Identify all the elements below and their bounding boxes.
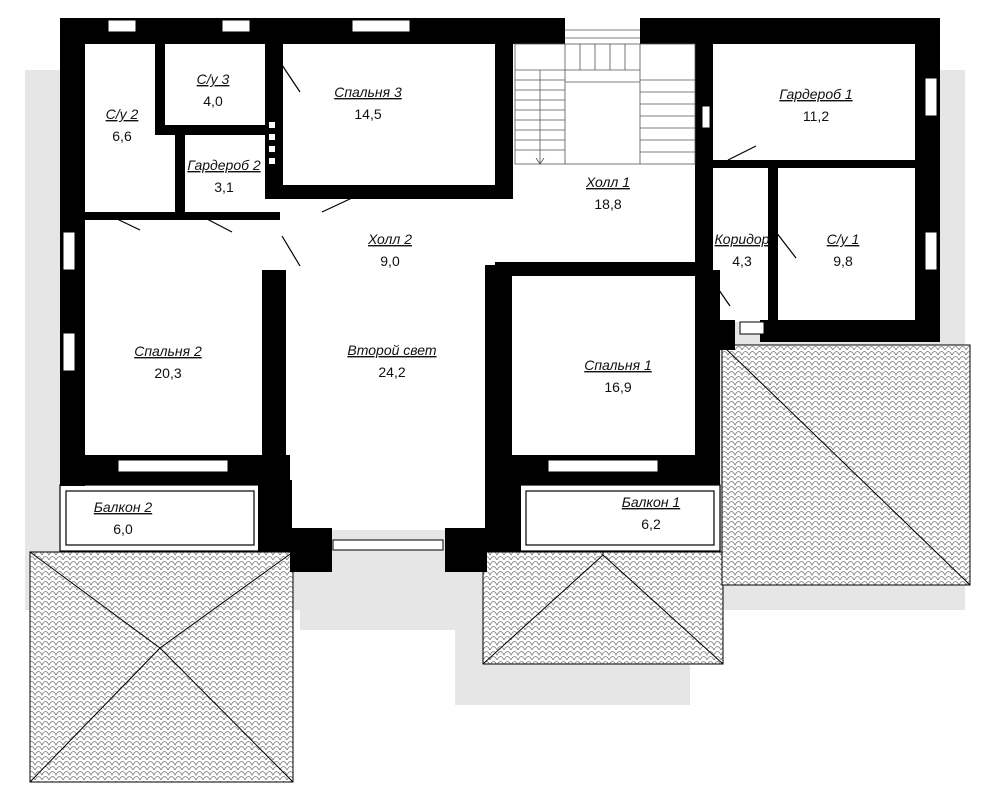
room-name-hall1: Холл 1 xyxy=(585,174,630,190)
room-name-corridor: Коридор xyxy=(715,231,770,247)
room-area-hall2: 9,0 xyxy=(380,253,400,269)
room-area-wardrobe2: 3,1 xyxy=(214,179,234,195)
roof-middle xyxy=(482,551,724,665)
room-area-bedroom2: 20,3 xyxy=(154,365,181,381)
room-area-balcony1: 6,2 xyxy=(641,516,661,532)
room-name-balcony2: Балкон 2 xyxy=(94,499,153,515)
staircase xyxy=(514,29,696,165)
doors xyxy=(114,61,797,307)
room-labels: С/у 3 4,0 Спальня 3 14,5 Гардероб 1 11,2 С/у 2… xyxy=(94,71,860,537)
walls xyxy=(60,18,940,572)
windows xyxy=(62,19,938,551)
room-area-second_light: 24,2 xyxy=(378,364,405,380)
room-name-balcony1: Балкон 1 xyxy=(622,494,680,510)
room-name-second_light: Второй свет xyxy=(347,342,437,358)
room-name-su3: С/у 3 xyxy=(197,71,230,87)
room-name-bedroom2: Спальня 2 xyxy=(134,343,202,359)
room-name-su1: С/у 1 xyxy=(827,231,860,247)
roof-left xyxy=(29,551,294,783)
vent-blocks xyxy=(269,105,904,174)
balcony-frames xyxy=(59,484,721,552)
room-area-bedroom1: 16,9 xyxy=(604,379,631,395)
room-area-bedroom3: 14,5 xyxy=(354,106,381,122)
room-area-wardrobe1: 11,2 xyxy=(803,108,829,124)
room-area-hall1: 18,8 xyxy=(594,196,621,212)
room-name-su2: С/у 2 xyxy=(106,106,139,122)
room-name-bedroom1: Спальня 1 xyxy=(584,357,652,373)
room-area-su2: 6,6 xyxy=(112,128,132,144)
room-area-su1: 9,8 xyxy=(833,253,853,269)
room-area-su3: 4,0 xyxy=(203,93,223,109)
room-name-wardrobe1: Гардероб 1 xyxy=(779,86,852,102)
room-name-bedroom3: Спальня 3 xyxy=(334,84,402,100)
room-name-hall2: Холл 2 xyxy=(367,231,412,247)
room-name-wardrobe2: Гардероб 2 xyxy=(187,157,261,173)
room-area-corridor: 4,3 xyxy=(732,253,752,269)
roof-right xyxy=(721,344,971,586)
room-area-balcony2: 6,0 xyxy=(113,521,133,537)
